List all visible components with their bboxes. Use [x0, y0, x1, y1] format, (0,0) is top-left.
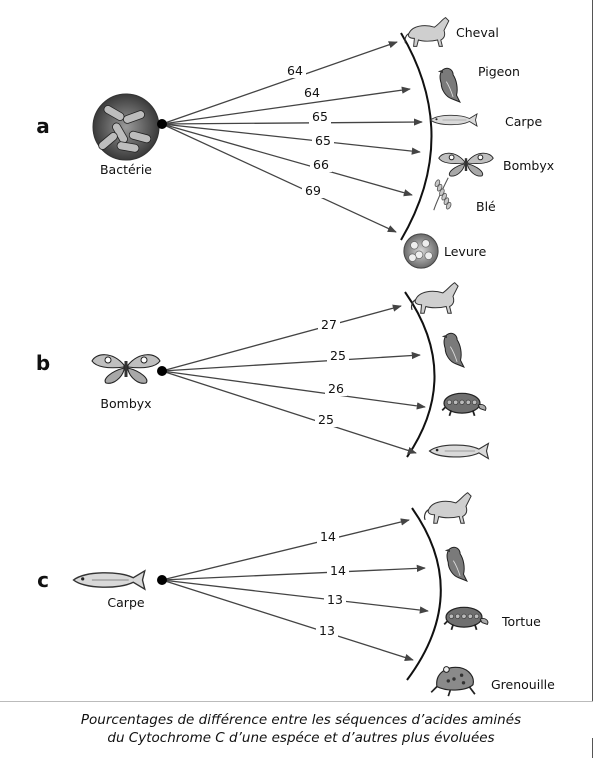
phylogeny-arc-a	[401, 33, 432, 240]
horse-icon	[425, 493, 472, 524]
target-label-a-3: Bombyx	[503, 158, 554, 173]
target-label-c-2: Tortue	[501, 614, 541, 629]
source-label-a: Bactérie	[100, 162, 152, 177]
target-label-a-4: Blé	[476, 199, 496, 214]
difference-value-a-5: 69	[305, 183, 321, 198]
target-label-a-1: Pigeon	[478, 64, 520, 79]
difference-value-c-3: 13	[319, 623, 335, 638]
frame-border-bottom	[0, 701, 593, 702]
phylogeny-arc-b	[405, 292, 435, 457]
fish-icon	[74, 571, 145, 589]
arrow-b-3	[162, 371, 416, 453]
difference-value-a-1: 64	[304, 85, 320, 100]
fish-icon	[431, 114, 478, 126]
moth-icon	[439, 153, 493, 176]
arrow-b-1	[162, 355, 420, 371]
frame-border-right	[592, 0, 593, 702]
wheat-icon	[434, 178, 452, 210]
difference-value-a-3: 65	[315, 133, 331, 148]
source-label-b: Bombyx	[100, 396, 151, 411]
difference-value-b-3: 25	[318, 412, 334, 427]
difference-value-c-2: 13	[327, 592, 343, 607]
panel-letter-a: a	[36, 114, 50, 138]
yeast-icon	[404, 234, 438, 268]
pigeon-icon	[442, 333, 464, 367]
panel-letter-c: c	[37, 568, 49, 592]
arrow-a-1	[162, 89, 410, 124]
source-label-c: Carpe	[107, 595, 144, 610]
turtle-icon	[442, 393, 486, 416]
frog-icon	[431, 667, 475, 696]
pigeon-icon	[438, 68, 460, 102]
source-node-c	[157, 575, 167, 585]
arrow-a-2	[162, 122, 422, 124]
difference-value-b-0: 27	[321, 317, 337, 332]
arrow-a-4	[162, 124, 412, 195]
arrow-a-0	[162, 42, 397, 124]
difference-value-a-4: 66	[313, 157, 329, 172]
target-label-c-3: Grenouille	[491, 677, 555, 692]
source-node-a	[157, 119, 167, 129]
difference-value-a-0: 64	[287, 63, 303, 78]
arrow-a-3	[162, 124, 420, 152]
horse-icon	[405, 18, 449, 47]
difference-value-c-0: 14	[320, 529, 336, 544]
turtle-icon	[444, 607, 488, 630]
difference-value-a-2: 65	[312, 109, 328, 124]
arrow-c-3	[162, 580, 413, 660]
arrow-a-5	[162, 124, 396, 232]
target-label-a-0: Cheval	[456, 25, 499, 40]
figure-caption-line-1: Pourcentages de différence entre les séq…	[0, 711, 602, 729]
difference-value-c-1: 14	[330, 563, 346, 578]
horse-icon	[412, 283, 459, 314]
arrow-c-2	[162, 580, 428, 611]
phylogeny-arc-c	[407, 508, 441, 680]
fish-icon	[430, 443, 489, 458]
difference-value-b-1: 25	[330, 348, 346, 363]
pigeon-icon	[445, 547, 467, 581]
source-node-b	[157, 366, 167, 376]
panel-letter-b: b	[36, 351, 50, 375]
moth-icon	[92, 355, 160, 384]
figure-caption-line-2: du Cytochrome C d’une espéce et d’autres…	[0, 729, 602, 747]
target-label-a-5: Levure	[444, 244, 487, 259]
difference-value-b-2: 26	[328, 381, 344, 396]
arrow-b-2	[162, 371, 425, 407]
target-label-a-2: Carpe	[505, 114, 542, 129]
bacteria-icon	[93, 94, 159, 160]
arrow-b-0	[162, 306, 401, 371]
